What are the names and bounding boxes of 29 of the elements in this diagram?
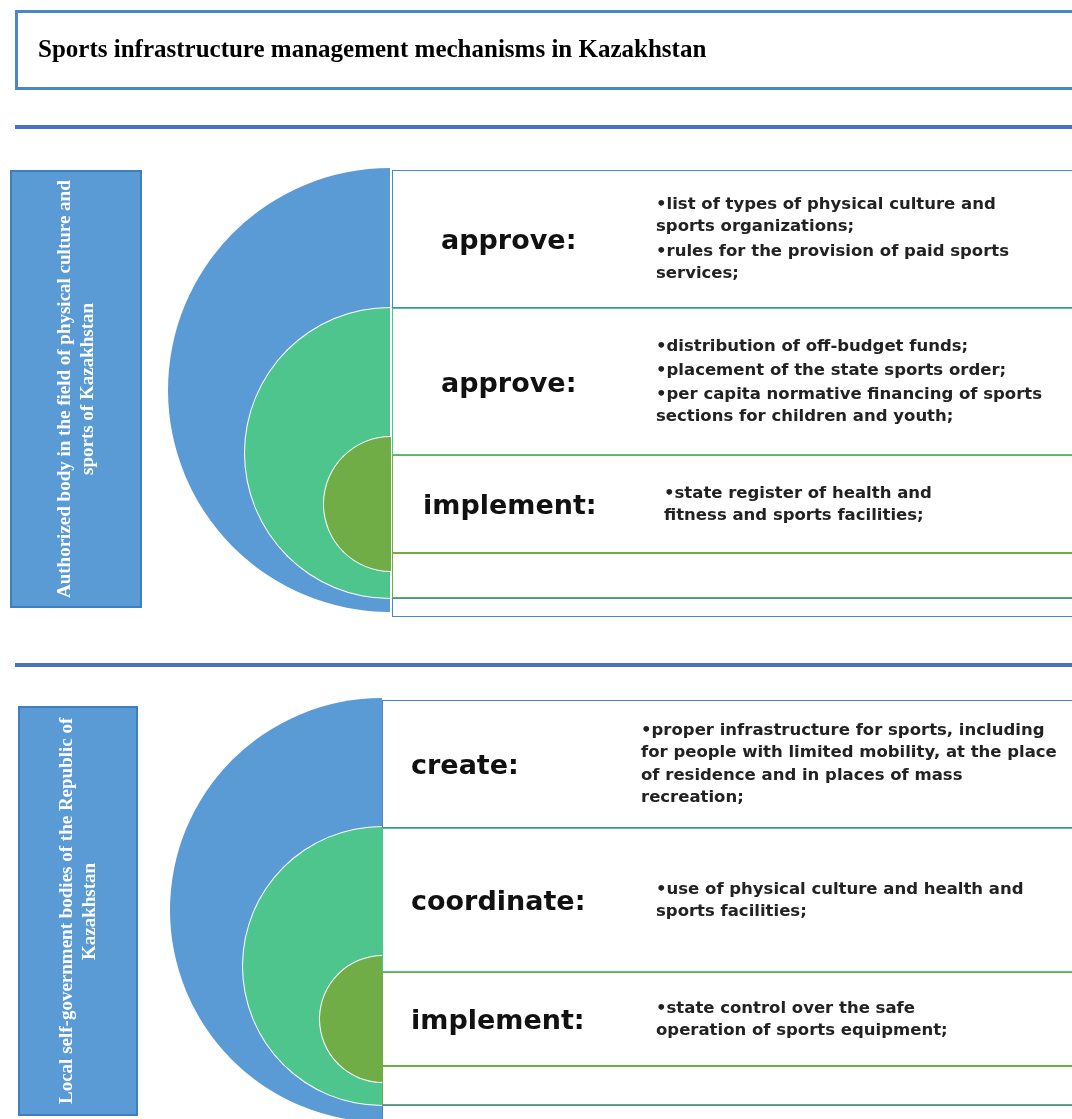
empty-band	[392, 553, 1072, 598]
action-label: approve:	[441, 366, 577, 397]
action-label: approve:	[441, 223, 577, 255]
action-label: implement:	[411, 1003, 585, 1035]
empty-band	[382, 1066, 1072, 1105]
title-text: Sports infrastructure management mechanisms in Kazakhstan	[15, 10, 1072, 90]
bullet-item: •state control over the safe operation of sports equipment;	[656, 996, 949, 1041]
row-band	[392, 170, 1072, 308]
bullet-item: •rules for the provision of paid sports services;	[656, 240, 1011, 285]
side-label: Local self-government bodies of the Republic of Kazakhstan	[55, 716, 100, 1107]
empty-band	[392, 598, 1072, 617]
side-label: Authorized body in the field of physical culture and sports of Kazakhstan	[53, 179, 98, 600]
side-label-panel	[18, 706, 138, 1116]
side-label-panel	[10, 170, 142, 608]
bullet-item: •per capita normative financing of sports sections for children and youth;	[656, 383, 1044, 428]
action-label: implement:	[423, 488, 597, 520]
action-label: create:	[411, 748, 519, 780]
row-band	[382, 828, 1072, 972]
bullet-item: •state register of health and fitness and sports facilities;	[664, 481, 933, 526]
bullet-item: •placement of the state sports order;	[656, 359, 1008, 382]
bullet-item: •list of types of physical culture and sports organizations;	[656, 193, 997, 238]
row-band	[382, 700, 1072, 828]
bullet-item: •use of physical culture and health and sports facilities;	[656, 877, 1025, 922]
row-band	[392, 455, 1072, 553]
bullet-item: •distribution of off-budget funds;	[656, 334, 970, 357]
bullet-item: •proper infrastructure for sports, including for people with limited mobility, at the place of residence and in places of mass recreation;	[641, 719, 1058, 809]
row-band	[382, 972, 1072, 1066]
row-band	[392, 308, 1072, 455]
action-label: coordinate:	[411, 884, 586, 916]
